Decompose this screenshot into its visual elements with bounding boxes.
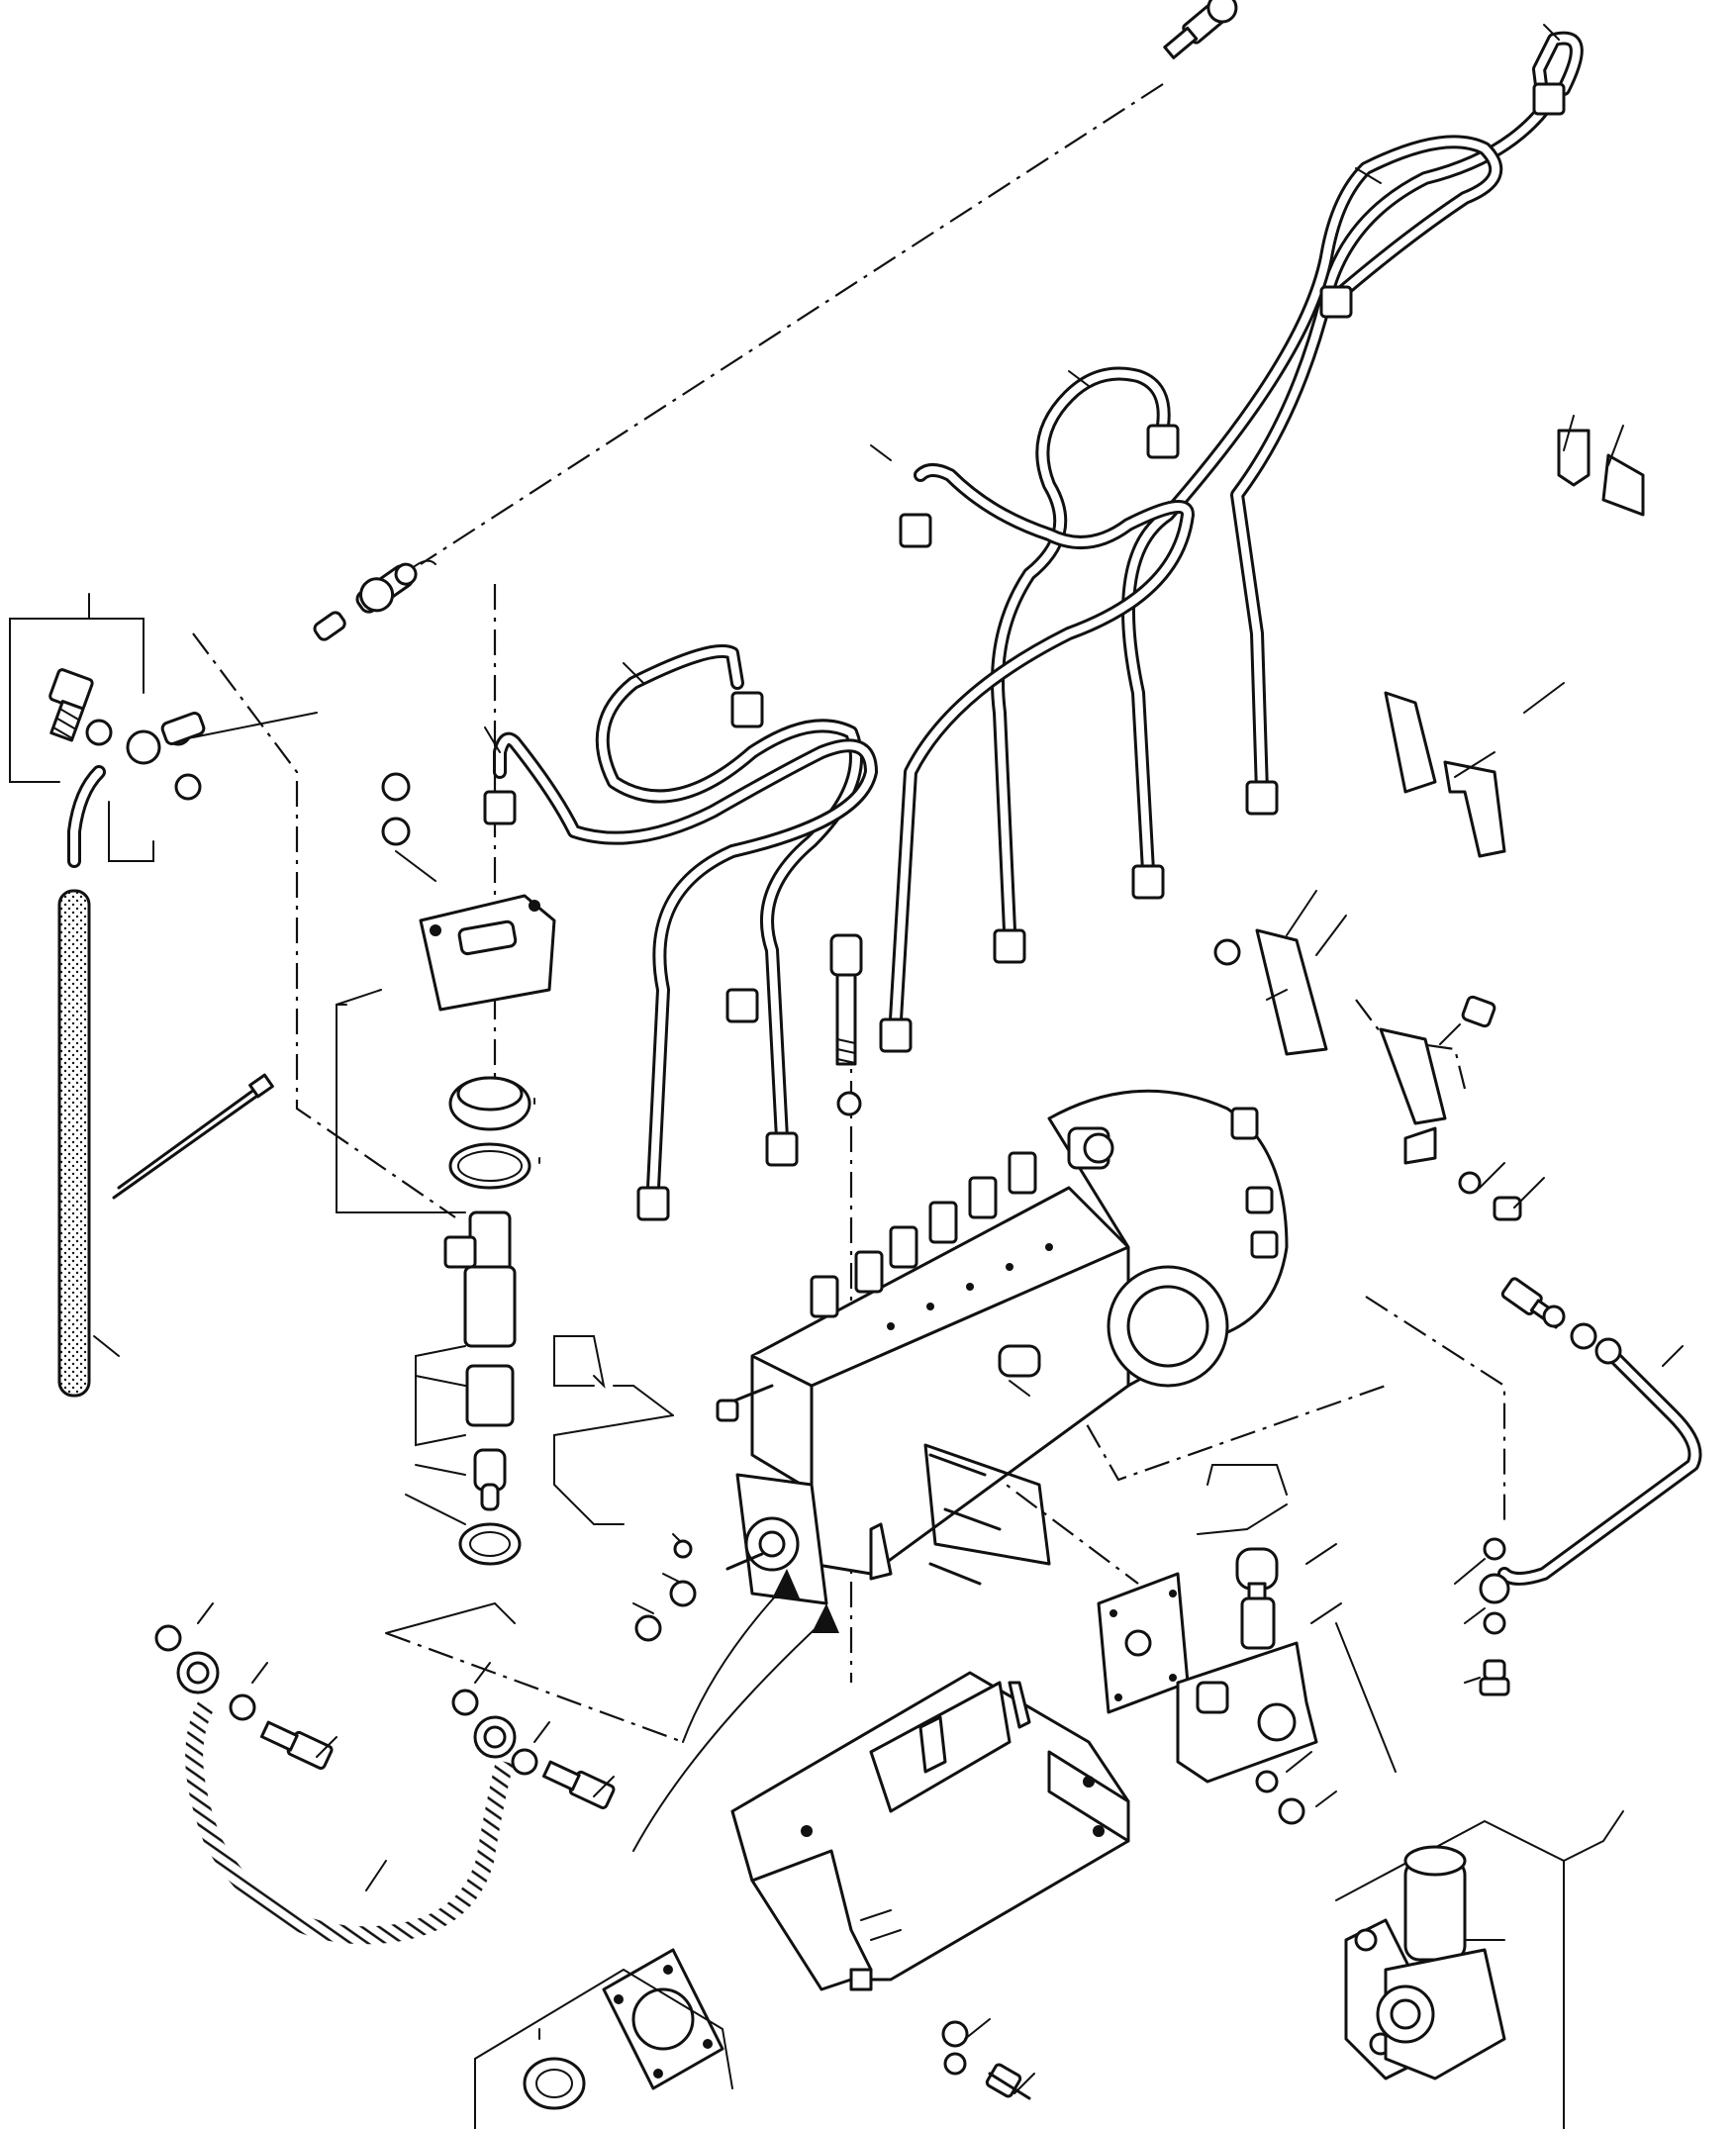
washer-icon <box>1483 1611 1506 1635</box>
washer-icon <box>229 1694 256 1721</box>
tie-strap-icon <box>112 1073 274 1200</box>
nut-icon <box>1213 938 1522 1221</box>
washer-icon <box>451 1689 479 1716</box>
stud-bolt-icon <box>928 1453 1002 1586</box>
mounting-bolt-icon <box>829 933 863 1116</box>
assembly-centerlines <box>192 83 1506 1744</box>
line-nut-icon <box>483 82 1566 1221</box>
washer-icon <box>1570 1322 1597 1350</box>
braided-fuel-hose-icon <box>154 1601 616 1945</box>
washer-icon <box>154 1624 182 1652</box>
flange-gasket-icon <box>602 1948 724 2090</box>
nut-icon <box>634 1614 662 1642</box>
nut-icon <box>669 1580 697 1607</box>
overflow-pipe-icon <box>57 889 120 1398</box>
washer-icon <box>85 719 113 746</box>
leader-lines <box>484 24 1560 1642</box>
nut-icon <box>381 817 411 846</box>
nozzle-holder-clamp-icon <box>419 894 556 1012</box>
washer-icon <box>1542 1305 1566 1328</box>
nut-icon <box>381 772 411 802</box>
banjo-bolt-icon <box>1163 0 1238 59</box>
overflow-assembly <box>9 593 318 868</box>
injection-pump-assembly-icon <box>632 1089 1289 1852</box>
pipe-clamp-icon <box>1255 429 1645 1165</box>
pump-mounting-bracket-icon <box>730 1671 1130 1991</box>
leak-off-fitting-icon <box>313 559 436 641</box>
washer-icon <box>1594 1337 1622 1365</box>
injection-lines <box>483 31 1584 1221</box>
fuel-injector-nozzle-icon <box>443 1210 517 1511</box>
priming-pump-icon <box>1097 1464 1397 1825</box>
injector-nozzle-assembly <box>336 772 556 1566</box>
washer-icon <box>673 1539 693 1559</box>
washer-icon <box>1483 1537 1506 1561</box>
nut-icon <box>1278 1797 1305 1825</box>
oil-seal-icon <box>523 2057 586 2110</box>
bolt-hole-icon <box>887 1243 1053 1330</box>
washer-icon <box>174 773 202 801</box>
delivery-valve-holder-icon <box>810 1151 1037 1318</box>
feed-pump-icon <box>1335 1810 1624 2129</box>
banjo-eye-icon <box>1479 1573 1510 1604</box>
hollow-bolt-icon <box>48 668 94 742</box>
bolt-icon <box>941 2018 1035 2100</box>
fuel-feed-pipe-icon <box>1454 1277 1702 1696</box>
washer-icon <box>511 1748 538 1776</box>
tee-fitting-icon <box>67 712 206 868</box>
washer-icon <box>1255 1770 1279 1793</box>
